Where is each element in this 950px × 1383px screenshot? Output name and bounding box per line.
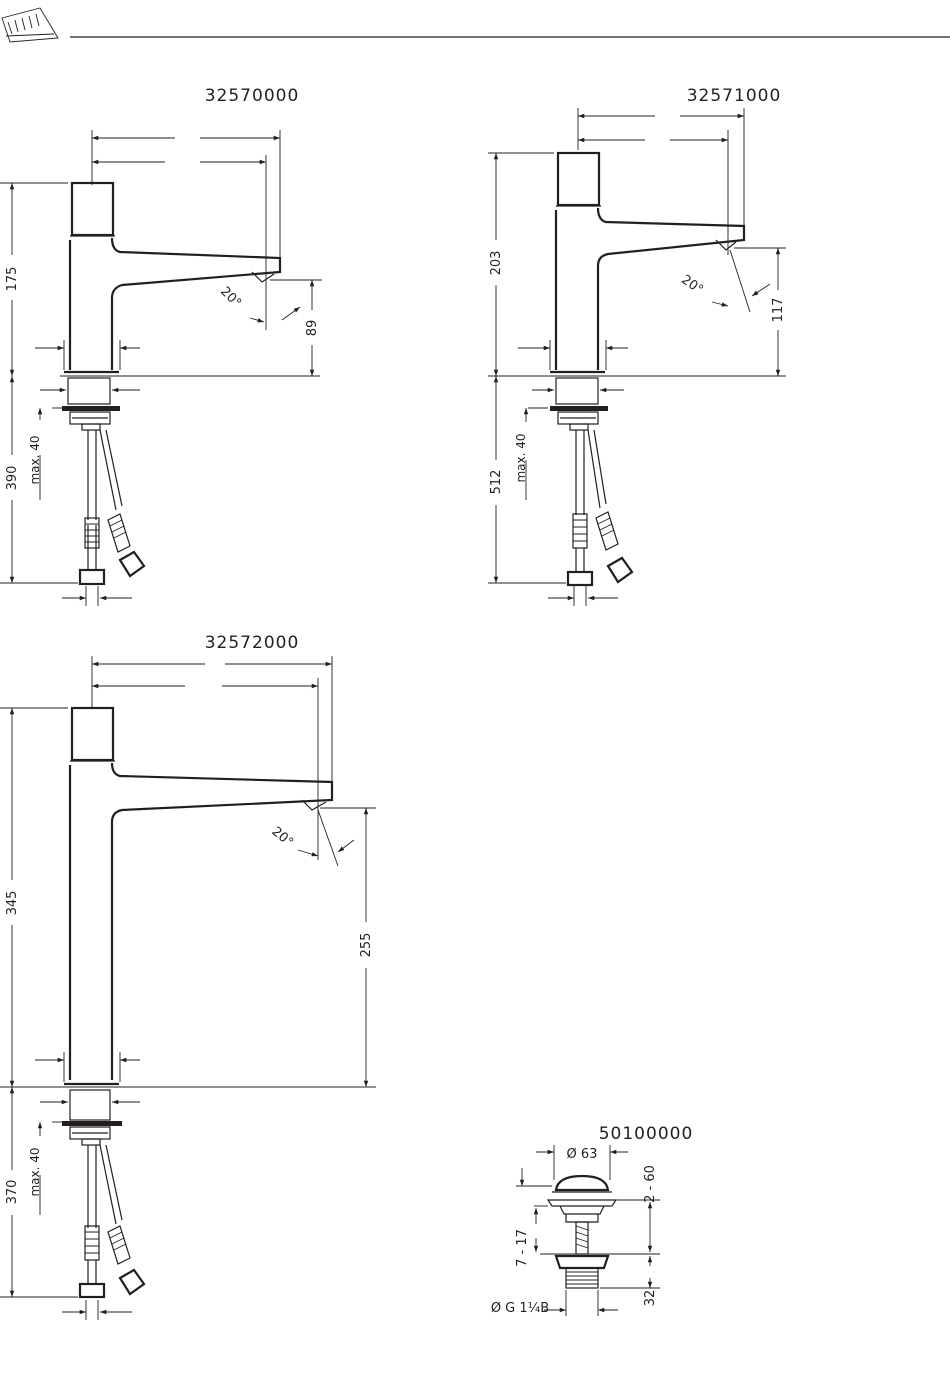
model-number: 32572000 bbox=[205, 633, 300, 653]
svg-text:7 - 17: 7 - 17 bbox=[515, 1229, 530, 1267]
svg-text:max. 40: max. 40 bbox=[28, 435, 42, 484]
svg-text:2 - 60: 2 - 60 bbox=[643, 1165, 658, 1203]
svg-text:255: 255 bbox=[359, 933, 374, 958]
svg-text:Ø G 1¼B: Ø G 1¼B bbox=[491, 1301, 549, 1316]
svg-text:Ø 63: Ø 63 bbox=[567, 1147, 598, 1162]
model-number: 32570000 bbox=[205, 86, 300, 106]
svg-text:20°: 20° bbox=[269, 824, 296, 850]
svg-text:89: 89 bbox=[305, 320, 320, 337]
svg-text:390: 390 bbox=[5, 466, 20, 491]
svg-text:203: 203 bbox=[489, 251, 504, 276]
svg-text:max. 40: max. 40 bbox=[514, 433, 528, 482]
faucet-body bbox=[70, 238, 280, 370]
handle bbox=[72, 708, 113, 760]
svg-text:20°: 20° bbox=[678, 272, 705, 298]
header-ruler-icon bbox=[2, 8, 58, 42]
handle bbox=[558, 153, 599, 205]
svg-text:175: 175 bbox=[5, 267, 20, 292]
faucet-body bbox=[70, 763, 332, 1080]
drawing-50100000-waste: 50100000 Ø 63 2 - 60 7 - 17 bbox=[491, 1124, 693, 1316]
faucet-body bbox=[556, 208, 744, 370]
handle bbox=[72, 183, 113, 235]
svg-text:32: 32 bbox=[643, 1290, 658, 1307]
model-number: 50100000 bbox=[599, 1124, 694, 1144]
svg-text:345: 345 bbox=[5, 891, 20, 916]
drawing-32571000: 32571000 203 117 20° bbox=[488, 86, 786, 606]
drawing-32572000: 32572000 345 255 20° bbox=[0, 633, 376, 1320]
svg-text:117: 117 bbox=[771, 298, 786, 323]
svg-text:512: 512 bbox=[489, 470, 504, 495]
svg-text:20°: 20° bbox=[217, 284, 244, 311]
svg-text:max. 40: max. 40 bbox=[28, 1147, 42, 1196]
drawing-32570000: 32570000 175 89 20° bbox=[0, 86, 322, 606]
svg-text:370: 370 bbox=[5, 1180, 20, 1205]
model-number: 32571000 bbox=[687, 86, 782, 106]
waste-cap bbox=[556, 1176, 608, 1190]
